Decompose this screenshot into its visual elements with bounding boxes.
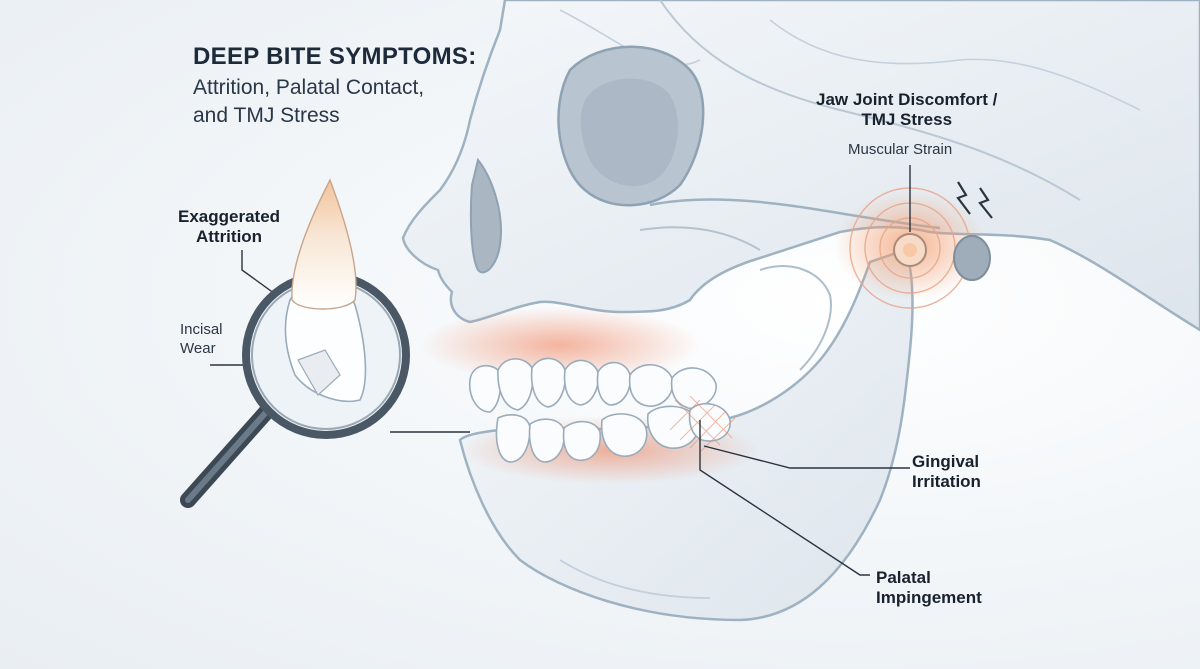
cranium bbox=[401, 0, 1200, 332]
label-palatal-line2: Impingement bbox=[876, 588, 982, 607]
page-subtitle-line1: Attrition, Palatal Contact, bbox=[193, 76, 425, 99]
irritation-hatch bbox=[669, 395, 736, 453]
label-tmj-line2: TMJ Stress bbox=[861, 110, 953, 129]
label-gingival-irritation: Gingival Irritation bbox=[912, 452, 981, 492]
label-palatal-impingement: Palatal Impingement bbox=[876, 568, 982, 608]
lower-teeth bbox=[495, 402, 731, 463]
label-gingival-line1: Gingival bbox=[912, 452, 980, 471]
incisor-tooth bbox=[291, 178, 357, 310]
label-tmj-stress: Jaw Joint Discomfort / TMJ Stress bbox=[816, 90, 997, 130]
label-incisal-wear-line1: Incisal bbox=[180, 321, 223, 338]
label-gingival-line2: Irritation bbox=[912, 472, 981, 491]
label-incisal-wear-line2: Wear bbox=[180, 340, 216, 357]
nasal-cavity bbox=[469, 157, 502, 274]
label-exaggerated-attrition-line2: Attrition bbox=[195, 227, 263, 246]
page-title: DEEP BITE SYMPTOMS: bbox=[193, 43, 477, 70]
label-palatal-line1: Palatal bbox=[876, 568, 931, 587]
label-exaggerated-attrition-line1: Exaggerated bbox=[178, 207, 281, 226]
ear-canal bbox=[953, 235, 991, 281]
label-incisal-wear: Incisal Wear bbox=[180, 320, 223, 358]
label-exaggerated-attrition: Exaggerated Attrition bbox=[178, 207, 280, 247]
strain-lightning-icon bbox=[956, 181, 971, 215]
page-subtitle-line2: and TMJ Stress bbox=[193, 104, 340, 127]
upper-teeth bbox=[468, 357, 717, 413]
label-muscular-strain: Muscular Strain bbox=[848, 141, 953, 158]
label-tmj-line1: Jaw Joint Discomfort / bbox=[816, 90, 998, 109]
